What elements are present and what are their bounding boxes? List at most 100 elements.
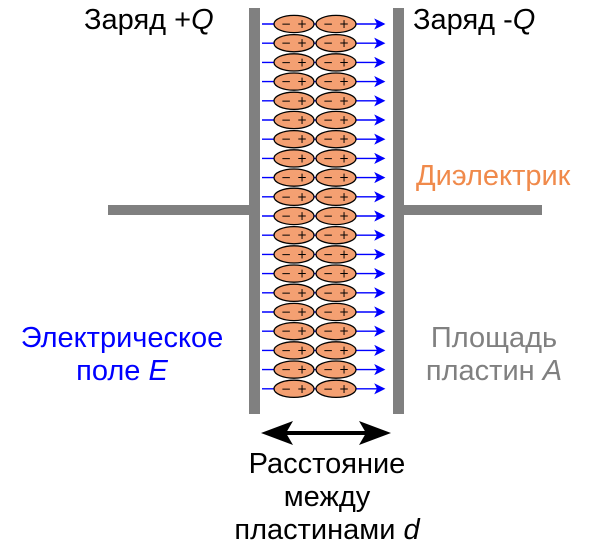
molecule-positive-sign: + (339, 94, 349, 108)
distance-arrow-right-head (359, 421, 391, 445)
molecule-positive-sign: + (297, 171, 307, 185)
molecule-positive-sign: + (339, 36, 349, 50)
molecule-positive-sign: + (297, 55, 307, 69)
molecule-positive-sign: + (339, 113, 349, 127)
molecule-positive-sign: + (297, 75, 307, 89)
molecule-positive-sign: + (297, 190, 307, 204)
molecule-positive-sign: + (297, 305, 307, 319)
molecule-negative-sign: − (323, 267, 333, 281)
molecule-negative-sign: − (281, 17, 291, 31)
distance-arrow (261, 421, 391, 445)
molecule-positive-sign: + (339, 286, 349, 300)
molecule-positive-sign: + (297, 132, 307, 146)
molecule-positive-sign: + (297, 363, 307, 377)
molecule-positive-sign: + (339, 209, 349, 223)
molecule-positive-sign: + (297, 343, 307, 357)
dielectric-molecule: −+ (315, 360, 357, 379)
molecule-negative-sign: − (323, 324, 333, 338)
plate-area-label: Площадь пластин A (425, 322, 563, 387)
dielectric-molecule: −+ (273, 283, 315, 303)
molecule-negative-sign: − (281, 267, 291, 281)
molecule-negative-sign: − (281, 55, 291, 69)
molecule-negative-sign: − (323, 228, 333, 242)
distance-arrow-left-head (261, 421, 293, 445)
negative-plate (393, 8, 404, 414)
dielectric-molecules: −+−+−+−+−+−+−+−+−+−+−+−+−+−+−+−+−+−+−+−+… (273, 14, 357, 399)
molecule-negative-sign: − (281, 228, 291, 242)
dielectric-molecule: −+ (273, 302, 315, 322)
dielectric-molecule: −+ (315, 33, 357, 53)
molecule-negative-sign: − (281, 343, 291, 357)
molecule-negative-sign: − (281, 324, 291, 338)
positive-plate (249, 8, 260, 414)
molecule-positive-sign: + (339, 171, 349, 185)
molecule-positive-sign: + (297, 267, 307, 281)
molecule-negative-sign: − (323, 171, 333, 185)
dielectric-molecule: −+ (273, 341, 315, 360)
dielectric-molecule: −+ (315, 379, 357, 399)
plate-distance-label: Расстояние между пластинами d (234, 448, 420, 546)
molecule-negative-sign: − (281, 382, 291, 396)
molecule-negative-sign: − (323, 132, 333, 146)
molecule-negative-sign: − (281, 247, 291, 261)
molecule-positive-sign: + (339, 17, 349, 31)
dielectric-label: Диэлектрик (416, 160, 571, 192)
dielectric-molecule: −+ (273, 225, 315, 245)
dielectric-molecule: −+ (273, 379, 315, 399)
molecule-negative-sign: − (281, 363, 291, 377)
molecule-negative-sign: − (281, 94, 291, 108)
dielectric-molecule: −+ (273, 321, 315, 341)
molecule-positive-sign: + (297, 209, 307, 223)
dielectric-molecule: −+ (315, 206, 357, 226)
molecule-positive-sign: + (339, 267, 349, 281)
dielectric-molecule: −+ (315, 341, 357, 360)
dielectric-molecule: −+ (273, 14, 315, 34)
molecule-negative-sign: − (281, 151, 291, 165)
molecule-positive-sign: + (297, 113, 307, 127)
dielectric-molecule: −+ (273, 245, 315, 264)
electric-field-label: Электрическое поле E (20, 322, 224, 387)
dielectric-molecule: −+ (273, 206, 315, 226)
dielectric-molecule: −+ (315, 149, 357, 168)
molecule-positive-sign: + (339, 247, 349, 261)
molecule-negative-sign: − (281, 132, 291, 146)
dielectric-molecule: −+ (315, 91, 357, 111)
molecule-negative-sign: − (281, 171, 291, 185)
negative-charge-label: Заряд -Q (413, 4, 536, 36)
molecule-positive-sign: + (339, 75, 349, 89)
molecule-negative-sign: − (323, 382, 333, 396)
dielectric-molecule: −+ (273, 110, 315, 130)
molecule-negative-sign: − (323, 55, 333, 69)
dielectric-molecule: −+ (315, 14, 357, 34)
dielectric-molecule: −+ (273, 33, 315, 53)
molecule-positive-sign: + (297, 382, 307, 396)
dielectric-molecule: −+ (273, 168, 315, 187)
molecule-positive-sign: + (339, 382, 349, 396)
molecule-negative-sign: − (281, 209, 291, 223)
dielectric-molecule: −+ (315, 245, 357, 264)
dielectric-molecule: −+ (273, 187, 315, 207)
molecule-negative-sign: − (323, 209, 333, 223)
molecule-negative-sign: − (323, 190, 333, 204)
molecule-positive-sign: + (297, 286, 307, 300)
molecule-positive-sign: + (339, 228, 349, 242)
dielectric-molecule: −+ (315, 302, 357, 322)
dielectric-molecule: −+ (315, 72, 357, 91)
capacitor-plates (249, 8, 404, 414)
molecule-positive-sign: + (297, 228, 307, 242)
molecule-positive-sign: + (339, 132, 349, 146)
dielectric-molecule: −+ (315, 187, 357, 207)
molecule-positive-sign: + (339, 363, 349, 377)
dielectric-molecule: −+ (315, 129, 357, 149)
dielectric-molecule: −+ (273, 149, 315, 168)
molecule-positive-sign: + (339, 324, 349, 338)
dielectric-molecule: −+ (315, 53, 357, 72)
molecule-negative-sign: − (323, 286, 333, 300)
molecule-negative-sign: − (281, 36, 291, 50)
molecule-negative-sign: − (323, 247, 333, 261)
molecule-positive-sign: + (339, 305, 349, 319)
positive-charge-label: Заряд +Q (84, 4, 214, 36)
dielectric-molecule: −+ (273, 129, 315, 149)
